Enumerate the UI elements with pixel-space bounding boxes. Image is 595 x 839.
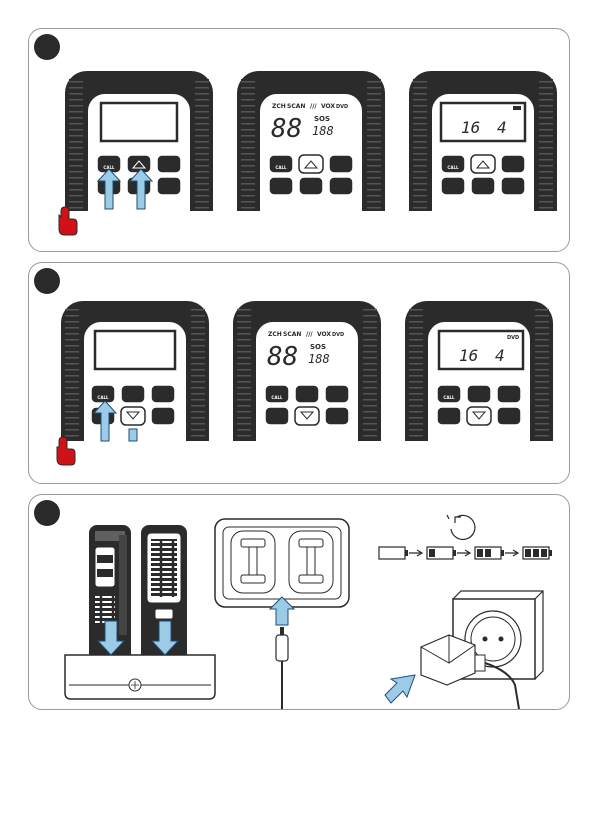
radio-c-front: 16 4 CALL — [407, 71, 569, 251]
lcd-sos: SOS — [310, 343, 326, 351]
step-1-panel: CALL ZCH SCAN /// VOX DVD 88 S — [28, 28, 570, 252]
lcd-vox: VOX — [317, 331, 331, 338]
lcd-small-digits: 188 — [312, 124, 334, 138]
dual-charger-top — [215, 519, 349, 607]
lcd-small-digits: 188 — [308, 352, 330, 366]
mode-badge: DVD — [507, 335, 519, 341]
mode-button[interactable] — [325, 407, 349, 425]
channel-number: 16 — [459, 346, 478, 365]
down-button[interactable] — [467, 407, 491, 425]
lcd-big-digits: 88 — [267, 342, 298, 372]
adapter-plug-arrow — [385, 675, 415, 703]
up-button[interactable] — [467, 385, 491, 403]
mode-button[interactable] — [151, 407, 175, 425]
mode-button[interactable] — [497, 407, 521, 425]
battery-level-icon — [379, 547, 408, 559]
step-3-illustration — [29, 495, 569, 709]
down-button[interactable] — [121, 407, 145, 425]
battery-bar — [485, 549, 491, 557]
lcd-dual-icon: DVD — [332, 332, 344, 338]
battery-bar — [541, 549, 547, 557]
up-button[interactable] — [127, 155, 151, 173]
radio-c-front: DVD 16 4 CALL — [403, 301, 569, 483]
call-button[interactable] — [265, 385, 289, 403]
radio-c-screen — [441, 103, 525, 141]
usb-cable — [276, 627, 288, 709]
up-button[interactable] — [299, 155, 323, 173]
menu-button[interactable] — [151, 385, 175, 403]
battery-level-row — [379, 547, 552, 559]
battery-bar — [525, 549, 531, 557]
step-3-panel — [28, 494, 570, 710]
battery-bar — [533, 549, 539, 557]
ptt-button[interactable] — [269, 177, 293, 195]
call-button[interactable] — [269, 155, 293, 173]
step-2-illustration: CALL ZCH SCAN /// VOX DVD 88 SOS 188 — [29, 263, 569, 483]
charging-contacts — [155, 609, 173, 619]
press-arrow-down — [129, 429, 137, 441]
battery-bar — [429, 549, 435, 557]
call-label: CALL — [443, 395, 455, 400]
mode-button[interactable] — [157, 177, 181, 195]
battery-icon — [513, 106, 521, 110]
progress-arrow-icon — [505, 550, 518, 556]
lcd-zch: ZCH — [272, 103, 286, 110]
ptt-button[interactable] — [265, 407, 289, 425]
menu-button[interactable] — [497, 385, 521, 403]
battery-level-icon — [523, 547, 552, 559]
up-button[interactable] — [295, 385, 319, 403]
call-button[interactable] — [441, 155, 465, 173]
call-label: CALL — [275, 165, 287, 170]
charging-cradle — [65, 655, 215, 699]
radio-a-front: CALL — [63, 71, 235, 251]
lcd-dual: /// — [306, 331, 313, 338]
radio-a-screen — [101, 103, 177, 141]
call-label: CALL — [97, 395, 109, 400]
progress-arrow-icon — [457, 550, 470, 556]
battery-level-icon — [475, 547, 504, 559]
up-button[interactable] — [121, 385, 145, 403]
ptt-button[interactable] — [441, 177, 465, 195]
radio-b-front: ZCH SCAN /// VOX DVD 88 SOS 188 CALL — [235, 71, 407, 251]
menu-button[interactable] — [329, 155, 353, 173]
call-label: CALL — [447, 165, 459, 170]
radio-b-front: ZCH SCAN /// VOX DVD 88 SOS 188 CALL — [231, 301, 403, 483]
clock-timer-icon — [447, 515, 475, 539]
lcd-sos: SOS — [314, 115, 330, 123]
call-button[interactable] — [91, 385, 115, 403]
channel-number: 16 — [461, 118, 480, 137]
mode-button[interactable] — [501, 177, 525, 195]
lcd-scan: SCAN — [283, 331, 301, 338]
down-button[interactable] — [295, 407, 319, 425]
lcd-vox: VOX — [321, 103, 335, 110]
step-2-panel: CALL ZCH SCAN /// VOX DVD 88 SOS 188 — [28, 262, 570, 484]
call-label: CALL — [271, 395, 283, 400]
mode-button[interactable] — [329, 177, 353, 195]
menu-button[interactable] — [501, 155, 525, 173]
menu-button[interactable] — [325, 385, 349, 403]
menu-button[interactable] — [157, 155, 181, 173]
lcd-scan: SCAN — [287, 103, 305, 110]
call-button[interactable] — [437, 385, 461, 403]
subcode-number: 4 — [497, 118, 507, 137]
down-button[interactable] — [299, 177, 323, 195]
radio-a-screen — [95, 331, 175, 369]
battery-bar — [477, 549, 483, 557]
progress-arrow-icon — [409, 550, 422, 556]
lcd-big-digits: 88 — [271, 114, 302, 144]
ptt-button[interactable] — [437, 407, 461, 425]
battery-level-icon — [427, 547, 456, 559]
lcd-zch: ZCH — [268, 331, 282, 338]
lcd-dual: /// — [310, 103, 317, 110]
lcd-dual-icon: DVD — [336, 104, 348, 110]
radio-a-front: CALL — [59, 301, 231, 483]
step-1-illustration: CALL ZCH SCAN /// VOX DVD 88 S — [29, 29, 569, 251]
down-button[interactable] — [471, 177, 495, 195]
subcode-number: 4 — [495, 346, 505, 365]
up-button[interactable] — [471, 155, 495, 173]
